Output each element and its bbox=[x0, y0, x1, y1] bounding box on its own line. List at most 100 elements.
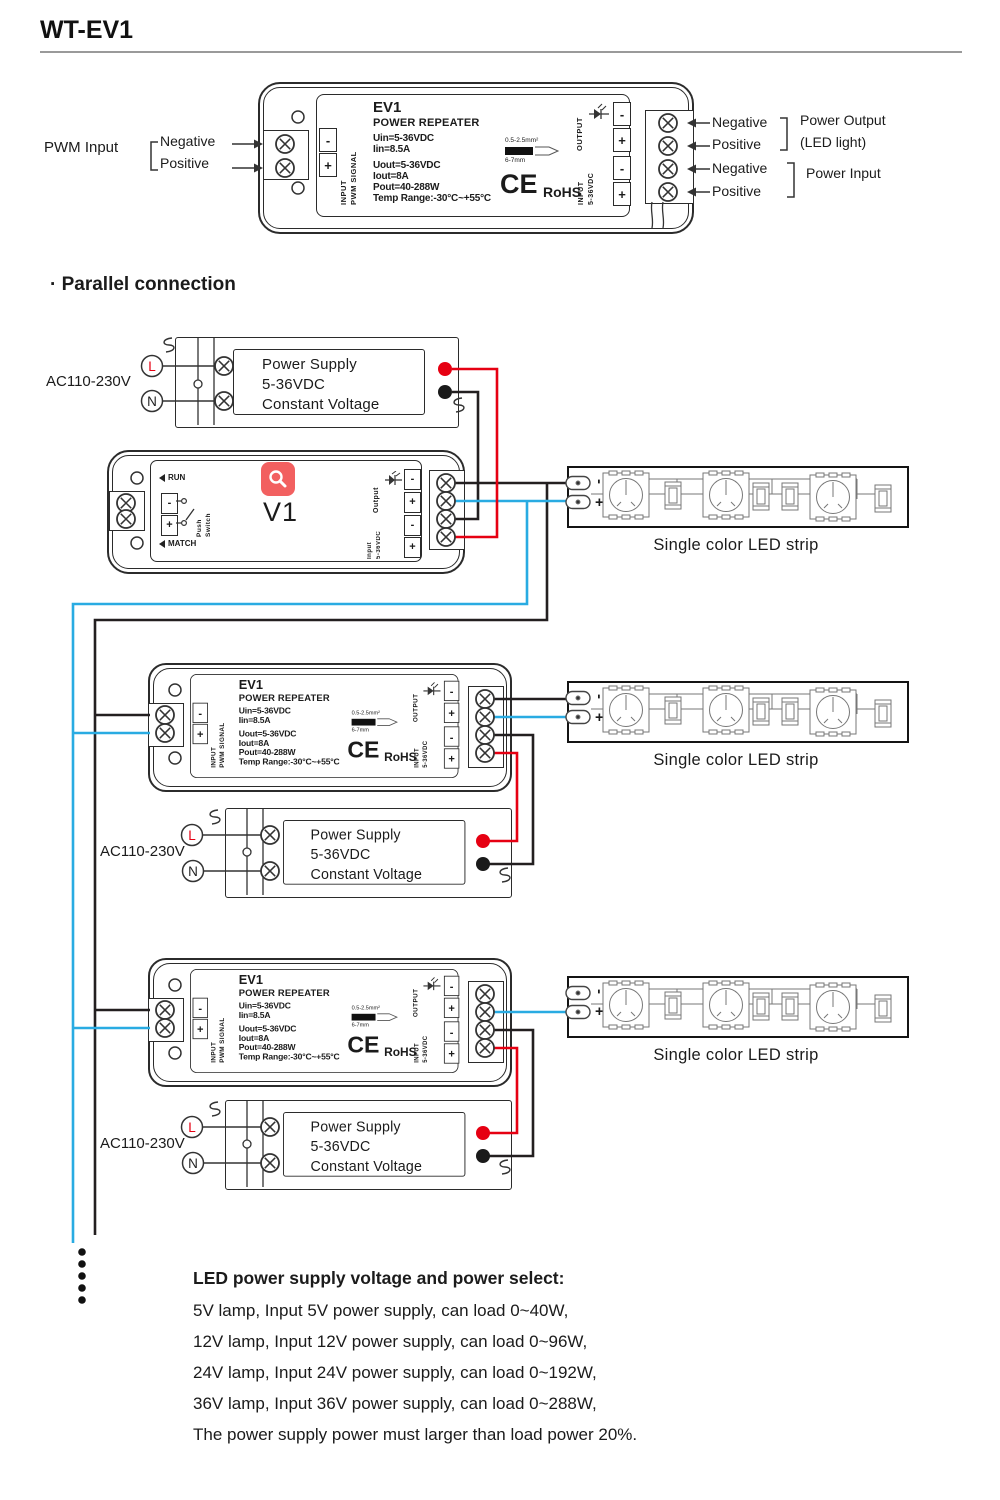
v1-switch-plus-terminal: + bbox=[161, 515, 178, 536]
strip3-plus-label: + bbox=[595, 1003, 604, 1020]
power-supply-line3: Constant Voltage bbox=[310, 866, 423, 883]
power-supply-2-label: Power Supply 5-36VDC Constant Voltage bbox=[283, 820, 466, 885]
ev1-pwm-signal-vertical-label: PWM SIGNAL bbox=[218, 722, 226, 768]
ev1-power-input-plus-terminal: + bbox=[443, 1043, 460, 1064]
ev1-output-minus-terminal: - bbox=[443, 680, 460, 702]
power-terminal-block bbox=[645, 110, 694, 204]
ev1-input-voltage-vertical-label: 5-36VDC bbox=[422, 1035, 429, 1063]
wire-gauge-top-label: 0.5-2.5mm² bbox=[505, 137, 539, 144]
ev1-input-voltage-vertical-label: 5-36VDC bbox=[422, 740, 429, 768]
wire-gauge-bottom-label: 6-7mm bbox=[351, 727, 369, 734]
ev1-spec-uin: Uin=5-36VDC bbox=[238, 706, 291, 717]
pwm-positive-label: Positive bbox=[160, 155, 210, 171]
strip3-minus-label: - bbox=[591, 989, 608, 994]
wire-gauge-bottom-label: 6-7mm bbox=[505, 157, 526, 164]
power-supply-line3: Constant Voltage bbox=[262, 396, 380, 413]
ev1-spec-pout: Pout=40-288W bbox=[373, 182, 440, 193]
power-supply-line2: 5-36VDC bbox=[262, 376, 326, 393]
ev1-spec-iout: Iout=8A bbox=[238, 1034, 270, 1044]
power-output-label: Power Output bbox=[800, 112, 886, 128]
run-text: RUN bbox=[168, 473, 186, 483]
led-strip-2 bbox=[567, 681, 909, 743]
v1-panel: RUN - + Push Switch MATCH V1 Output - + … bbox=[150, 460, 422, 562]
ev1-output-minus-terminal: - bbox=[613, 102, 631, 126]
neutral-letter: N bbox=[147, 394, 157, 409]
wire-gauge-bar bbox=[351, 1013, 376, 1021]
ev1-power-input-vertical-label: INPUT bbox=[578, 181, 585, 206]
ev1-pwm-signal-vertical-label: PWM SIGNAL bbox=[349, 151, 358, 205]
v1-output-minus-terminal: - bbox=[404, 469, 421, 490]
ev1-spec-temp: Temp Range:-30°C~+55°C bbox=[238, 757, 340, 767]
ev1-output-plus-terminal: + bbox=[443, 997, 460, 1019]
ev1-power-input-minus-terminal: - bbox=[443, 1021, 460, 1042]
ev1-power-input-vertical-label: INPUT bbox=[414, 1042, 420, 1063]
ev1-spec-iin: Iin=8.5A bbox=[373, 144, 411, 155]
strain-relief-icon bbox=[209, 1101, 221, 1117]
power-supply-line3: Constant Voltage bbox=[310, 1158, 423, 1175]
ev1-spec-temp: Temp Range:-30°C~+55°C bbox=[373, 193, 491, 204]
v1-left-terminal-block bbox=[109, 491, 145, 531]
rohs-mark: RoHS bbox=[543, 184, 582, 200]
ev1-power-input-vertical-label: INPUT bbox=[414, 747, 420, 768]
ev1-model-name: EV1 bbox=[238, 678, 263, 693]
v1-input-vertical-label: Input bbox=[367, 541, 373, 559]
ev1-power-input-plus-terminal: + bbox=[613, 182, 631, 206]
ev1-output-vertical-label: OUTPUT bbox=[575, 117, 584, 151]
wire-end-icon bbox=[377, 1013, 398, 1021]
power-supply-3-label: Power Supply 5-36VDC Constant Voltage bbox=[283, 1112, 466, 1177]
ev1-power-input-minus-terminal: - bbox=[613, 156, 631, 180]
ev1-input-vertical-label: INPUT bbox=[209, 1041, 218, 1063]
ev1-output-vertical-label: OUTPUT bbox=[411, 988, 420, 1018]
ev1-input-vertical-label: INPUT bbox=[339, 180, 348, 205]
ev1-power-input-plus-terminal: + bbox=[443, 748, 460, 769]
triangle-icon bbox=[159, 540, 165, 548]
ev1-panel-2: - + INPUT PWM SIGNAL EV1 POWER REPEATER … bbox=[190, 674, 460, 778]
power-supply-1-label: Power Supply 5-36VDC Constant Voltage bbox=[233, 349, 425, 415]
ac-voltage-label-3: AC110-230V bbox=[100, 1135, 185, 1152]
led-diode-icon bbox=[589, 103, 609, 119]
ev1-output-plus-terminal: + bbox=[613, 128, 631, 152]
input-positive-label: Positive bbox=[712, 183, 762, 199]
strain-relief-icon bbox=[163, 337, 175, 353]
live-letter: L bbox=[188, 1120, 196, 1135]
continuation-dot bbox=[78, 1296, 86, 1304]
ev1-spec-uout: Uout=5-36VDC bbox=[238, 1024, 297, 1035]
ev1-pwm-minus-terminal: - bbox=[192, 997, 208, 1019]
title-underline bbox=[40, 51, 962, 53]
wire-gauge-bar bbox=[351, 718, 376, 726]
parallel-connection-heading: · Parallel connection bbox=[50, 274, 236, 295]
page-title: WT-EV1 bbox=[40, 16, 134, 44]
note-line-12v: 12V lamp, Input 12V power supply, can lo… bbox=[193, 1332, 588, 1351]
neutral-terminal-circle bbox=[181, 1151, 205, 1175]
note-line-36v: 36V lamp, Input 36V power supply, can lo… bbox=[193, 1394, 597, 1413]
ev1-device-type: POWER REPEATER bbox=[373, 117, 480, 129]
wire-end-icon bbox=[535, 146, 560, 156]
led-strip-1-caption: Single color LED strip bbox=[653, 536, 819, 554]
v1-output-plus-terminal: + bbox=[404, 492, 421, 513]
ev1-spec-uin: Uin=5-36VDC bbox=[238, 1001, 291, 1012]
neutral-terminal-circle bbox=[181, 859, 205, 883]
led-strip-3 bbox=[567, 976, 909, 1038]
ev1-pwm-plus-terminal: + bbox=[192, 1018, 208, 1040]
switch-label-vertical: Switch bbox=[205, 513, 212, 537]
ev1-spec-iin: Iin=8.5A bbox=[238, 716, 271, 726]
strip1-minus-label: - bbox=[591, 479, 608, 484]
ev1-spec-iin: Iin=8.5A bbox=[238, 1011, 271, 1021]
ev1-3-power-terminal-block bbox=[468, 981, 504, 1063]
ev1-spec-iout: Iout=8A bbox=[238, 739, 270, 749]
ev1-output-plus-terminal: + bbox=[443, 702, 460, 724]
push-label-vertical: Push bbox=[196, 519, 203, 537]
ev1-spec-uout: Uout=5-36VDC bbox=[238, 729, 297, 740]
ac-voltage-label-2: AC110-230V bbox=[100, 843, 185, 860]
continuation-dot bbox=[78, 1248, 86, 1256]
wire-gauge-top-label: 0.5-2.5mm² bbox=[351, 710, 381, 717]
power-supply-line2: 5-36VDC bbox=[310, 1138, 371, 1156]
led-diode-icon bbox=[385, 471, 402, 485]
live-terminal-circle bbox=[140, 354, 164, 378]
continuation-dot bbox=[78, 1272, 86, 1280]
ev1-spec-uin: Uin=5-36VDC bbox=[373, 133, 434, 144]
v1-right-terminal-block bbox=[429, 470, 465, 550]
v1-input-plus-terminal: + bbox=[404, 537, 421, 558]
wire-end-icon bbox=[377, 718, 398, 726]
